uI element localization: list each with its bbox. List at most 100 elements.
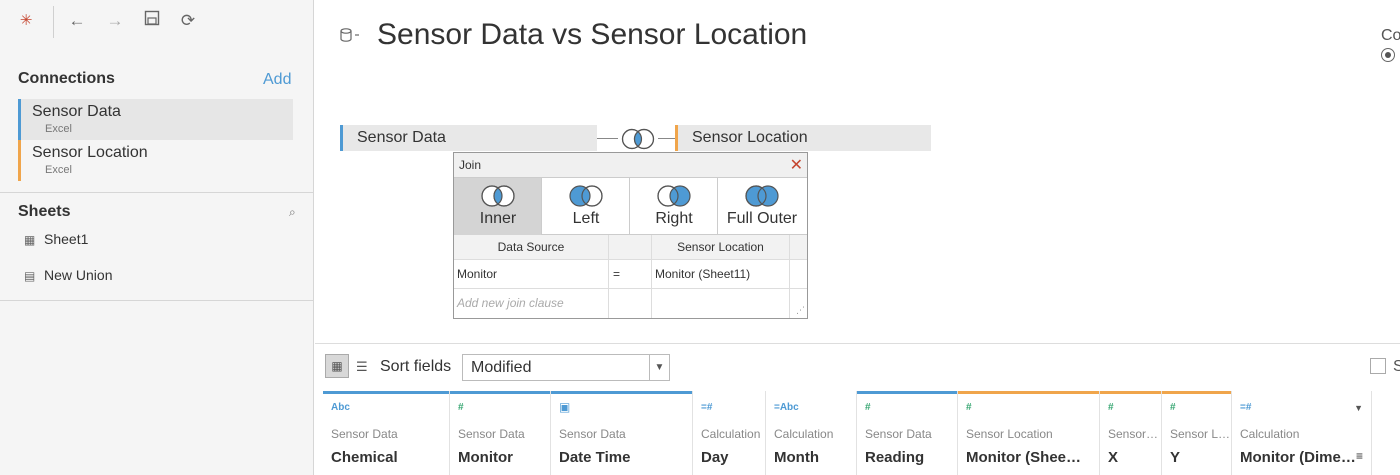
table-name: Sensor Location xyxy=(692,129,808,146)
table-sensor-location[interactable]: Sensor Location xyxy=(675,125,931,151)
join-operator[interactable]: = xyxy=(609,260,652,288)
sheet-label: New Union xyxy=(44,267,113,283)
sheet-item-sheet1[interactable]: ▦Sheet1 xyxy=(24,231,88,247)
join-clause-row[interactable]: Monitor = Monitor (Sheet11) xyxy=(454,260,807,289)
left-panel: ✳ ← → ⟳ Connections Add Sensor Data Exce… xyxy=(0,0,314,475)
connection-name: Sensor Data xyxy=(32,103,121,120)
datetime-type-icon[interactable]: ▣ xyxy=(559,400,571,414)
column-header[interactable]: ▣ Sensor Data Date Time xyxy=(551,391,693,475)
join-type-bar: Inner Left Right xyxy=(454,178,807,235)
column-source: Calculation xyxy=(1240,427,1300,441)
add-join-clause-row[interactable]: Add new join clause xyxy=(454,289,807,318)
column-name: Reading xyxy=(865,449,925,466)
number-type-icon[interactable]: # xyxy=(966,402,972,413)
column-source: Sensor Data xyxy=(331,427,398,441)
column-source-bar xyxy=(857,391,957,394)
inner-join-icon[interactable] xyxy=(618,128,658,150)
search-icon[interactable]: ⌕ xyxy=(289,205,296,219)
table-color-bar xyxy=(340,125,343,151)
column-header[interactable]: # Sensor… X xyxy=(1100,391,1162,475)
calculated-number-type-icon[interactable]: =# xyxy=(701,402,713,413)
column-source-bar xyxy=(323,391,449,394)
sort-fields-label: Sort fields xyxy=(380,358,452,375)
right-join-icon xyxy=(657,185,691,207)
join-type-left[interactable]: Left xyxy=(542,178,630,235)
column-source: Sensor Data xyxy=(458,427,525,441)
number-type-icon[interactable]: # xyxy=(1170,402,1176,413)
forward-icon[interactable]: → xyxy=(106,11,124,30)
column-name: Monitor (Dime… xyxy=(1240,449,1356,466)
sheet-item-new-union[interactable]: ▤New Union xyxy=(24,267,112,283)
column-header[interactable]: =# ▼ Calculation Monitor (Dime… ≡ xyxy=(1232,391,1372,475)
connection-type: Excel xyxy=(45,123,72,135)
join-type-label: Left xyxy=(572,210,600,227)
column-source: Calculation xyxy=(774,427,834,441)
column-header[interactable]: =Abc Calculation Month xyxy=(766,391,857,475)
add-connection-link[interactable]: Add xyxy=(263,71,292,88)
toolbar: ✳ ← → ⟳ xyxy=(0,0,314,42)
grid-view-icon[interactable]: ▦ xyxy=(325,354,349,378)
join-connector-line xyxy=(597,138,618,139)
show-aliases-checkbox[interactable] xyxy=(1370,358,1386,374)
join-op-header xyxy=(609,235,652,259)
sort-fields-select[interactable]: Modified ▼ xyxy=(462,354,670,381)
calculated-number-type-icon[interactable]: =# xyxy=(1240,402,1252,413)
table-name: Sensor Data xyxy=(357,129,446,146)
close-icon[interactable]: ✕ xyxy=(789,157,803,174)
live-radio[interactable] xyxy=(1381,48,1395,62)
datasource-title[interactable]: Sensor Data vs Sensor Location xyxy=(377,18,808,51)
divider xyxy=(315,343,1400,344)
join-dialog: Join ✕ Inner Left xyxy=(453,152,808,319)
connections-title: Connections xyxy=(18,70,115,87)
join-type-label: Inner xyxy=(479,210,517,227)
tableau-logo-icon[interactable]: ✳ xyxy=(19,12,33,29)
add-join-clause[interactable]: Add new join clause xyxy=(454,289,609,318)
column-source: Sensor Location xyxy=(966,427,1053,441)
connection-item-sensor-location[interactable]: Sensor Location Excel xyxy=(18,140,293,181)
table-color-bar xyxy=(675,125,678,151)
connection-mode-label: Co xyxy=(1381,27,1400,44)
join-type-label: Full Outer xyxy=(726,210,798,227)
connection-item-sensor-data[interactable]: Sensor Data Excel xyxy=(18,99,293,140)
column-header[interactable]: # Sensor Data Monitor xyxy=(450,391,551,475)
connection-color-bar xyxy=(18,140,21,181)
join-right-field[interactable]: Monitor (Sheet11) xyxy=(652,260,790,288)
join-type-inner[interactable]: Inner xyxy=(454,178,542,235)
number-type-icon[interactable]: # xyxy=(1108,402,1114,413)
column-header[interactable]: =# Calculation Day xyxy=(693,391,766,475)
resize-grip-icon[interactable]: ⋰ xyxy=(796,305,805,315)
join-type-full-outer[interactable]: Full Outer xyxy=(718,178,807,235)
back-icon[interactable]: ← xyxy=(68,11,86,30)
column-source-bar xyxy=(1162,391,1231,394)
list-view-icon[interactable]: ☰ xyxy=(356,359,368,374)
column-source-bar xyxy=(958,391,1099,394)
sort-icon[interactable]: ≡ xyxy=(1355,449,1363,463)
left-join-icon xyxy=(569,185,603,207)
refresh-icon[interactable]: ⟳ xyxy=(180,11,196,30)
column-source-bar xyxy=(450,391,550,394)
string-type-icon[interactable]: Abc xyxy=(331,402,350,413)
sheet-icon: ▦ xyxy=(24,233,36,247)
data-grid-header: Abc Sensor Data Chemical # Sensor Data M… xyxy=(323,391,1385,475)
number-type-icon[interactable]: # xyxy=(865,402,871,413)
chevron-down-icon[interactable]: ▼ xyxy=(1354,403,1363,413)
join-type-right[interactable]: Right xyxy=(630,178,718,235)
column-name: Monitor (Shee… xyxy=(966,449,1081,466)
number-type-icon[interactable]: # xyxy=(458,402,464,413)
column-name: Day xyxy=(701,449,729,466)
column-header[interactable]: # Sensor L… Y xyxy=(1162,391,1232,475)
save-icon[interactable] xyxy=(141,10,163,32)
divider xyxy=(0,300,314,301)
join-left-field[interactable]: Monitor xyxy=(454,260,609,288)
connection-name: Sensor Location xyxy=(32,144,148,161)
column-header[interactable]: # Sensor Location Monitor (Shee… xyxy=(958,391,1100,475)
connection-color-bar xyxy=(18,99,21,140)
calculated-string-type-icon[interactable]: =Abc xyxy=(774,402,799,413)
table-sensor-data[interactable]: Sensor Data xyxy=(340,125,597,151)
column-source: Sensor… xyxy=(1108,427,1159,441)
join-type-label: Right xyxy=(655,210,693,227)
column-header[interactable]: # Sensor Data Reading xyxy=(857,391,958,475)
datasource-icon[interactable] xyxy=(340,27,362,48)
column-header[interactable]: Abc Sensor Data Chemical xyxy=(323,391,450,475)
toolbar-separator xyxy=(53,6,54,38)
